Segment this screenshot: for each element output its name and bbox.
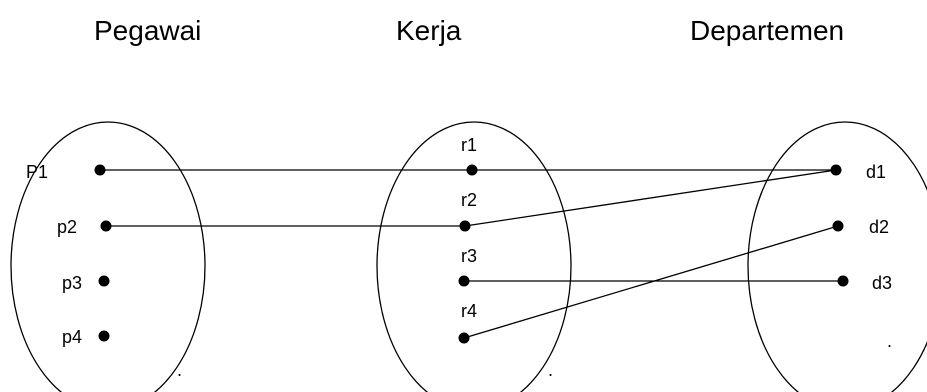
dot-d3 <box>837 275 849 287</box>
dot-d2 <box>832 220 844 232</box>
label-r2: r2 <box>461 190 477 210</box>
pegawai-set-ellipse <box>10 121 206 392</box>
label-p1: P1 <box>26 162 48 182</box>
label-d2: d2 <box>869 217 889 237</box>
label-p4: p4 <box>62 327 82 347</box>
dot-r1 <box>466 164 478 176</box>
departemen-set-ellipse <box>747 121 927 392</box>
title-departemen: Departemen <box>690 15 844 46</box>
label-d1: d1 <box>866 162 886 182</box>
title-kerja: Kerja <box>396 15 462 46</box>
dot-r3 <box>458 275 470 287</box>
label-d3: d3 <box>872 273 892 293</box>
dot-p3 <box>98 275 110 287</box>
dot-p4 <box>98 330 110 342</box>
label-p3: p3 <box>62 273 82 293</box>
dot-r4 <box>458 332 470 344</box>
kerja-ellipsis: . <box>548 360 553 380</box>
departemen-ellipsis: . <box>887 331 892 351</box>
dot-p1 <box>94 164 106 176</box>
label-r4: r4 <box>461 301 477 321</box>
dot-d1 <box>830 164 842 176</box>
label-p2: p2 <box>57 217 77 237</box>
label-r1: r1 <box>461 135 477 155</box>
dot-p2 <box>100 220 112 232</box>
label-r3: r3 <box>461 246 477 266</box>
link-r4-d2 <box>463 225 839 339</box>
dot-r2 <box>459 220 471 232</box>
link-r2-d1 <box>464 169 837 227</box>
kerja-set-ellipse <box>376 121 572 392</box>
title-pegawai: Pegawai <box>94 15 201 46</box>
pegawai-ellipsis: . <box>177 360 182 380</box>
